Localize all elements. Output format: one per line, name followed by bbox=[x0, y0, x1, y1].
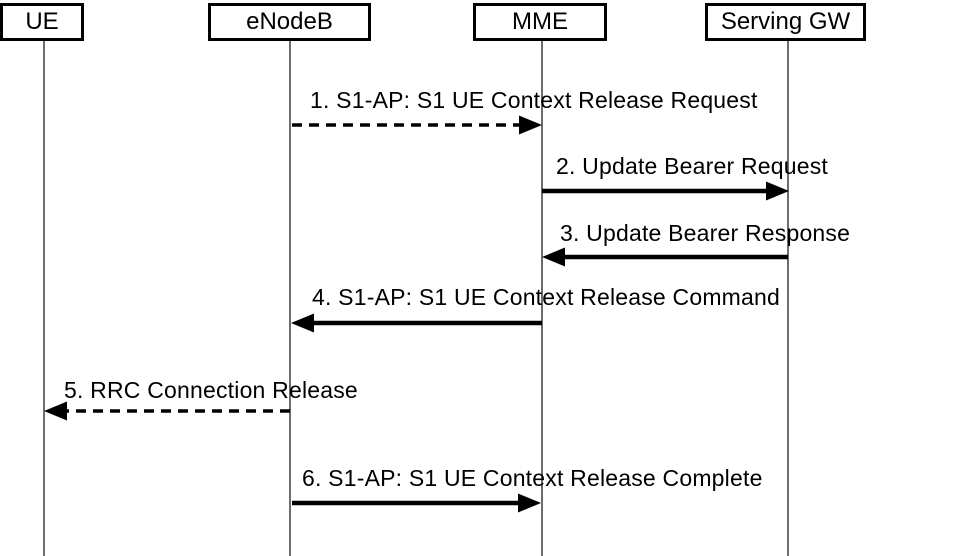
message-arrow-4 bbox=[291, 313, 542, 333]
message-label-6: 6. S1-AP: S1 UE Context Release Complete bbox=[302, 465, 763, 491]
actor-label-ue: UE bbox=[25, 8, 59, 35]
message-label-5: 5. RRC Connection Release bbox=[64, 377, 358, 403]
message-arrow-1 bbox=[292, 115, 542, 135]
actor-box-mme: MME bbox=[473, 3, 607, 41]
message-label-1: 1. S1-AP: S1 UE Context Release Request bbox=[310, 87, 758, 113]
message-arrow-2 bbox=[542, 181, 789, 201]
message-arrow-6 bbox=[292, 493, 541, 513]
actor-box-serving-gw: Serving GW bbox=[705, 3, 866, 41]
message-label-4: 4. S1-AP: S1 UE Context Release Command bbox=[312, 284, 781, 310]
actor-box-ue: UE bbox=[0, 3, 84, 41]
actor-label-enodeb: eNodeB bbox=[246, 8, 333, 35]
message-label-3: 3. Update Bearer Response bbox=[560, 220, 851, 246]
actor-box-enodeb: eNodeB bbox=[208, 3, 371, 41]
actor-label-serving-gw: Serving GW bbox=[720, 8, 851, 35]
message-arrow-5 bbox=[44, 401, 290, 421]
actor-label-mme: MME bbox=[512, 8, 568, 35]
message-label-2: 2. Update Bearer Request bbox=[556, 153, 829, 179]
message-arrow-3 bbox=[542, 247, 788, 267]
